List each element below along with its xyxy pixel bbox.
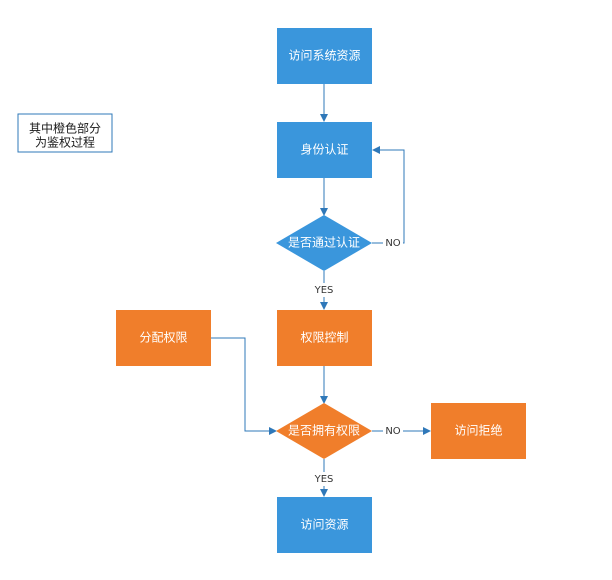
- node-access-resource-label: 访问资源: [300, 518, 348, 532]
- decision-auth-passed: 是否通过认证: [276, 215, 372, 271]
- edge-label-perm-yes: YES: [311, 472, 337, 486]
- decision-has-permission-label: 是否拥有权限: [288, 424, 360, 438]
- node-access-system-resource-label: 访问系统资源: [288, 49, 360, 63]
- edge-label-perm-yes-text: YES: [314, 474, 334, 485]
- node-access-denied-label: 访问拒绝: [454, 423, 502, 438]
- note-line-2: 为鉴权过程: [35, 135, 95, 150]
- node-permission-control-label: 权限控制: [300, 331, 348, 345]
- node-access-system-resource: 访问系统资源: [277, 28, 372, 84]
- note-line-1: 其中橙色部分: [29, 121, 101, 136]
- decision-has-permission: 是否拥有权限: [276, 403, 372, 459]
- node-access-denied: 访问拒绝: [431, 403, 526, 459]
- note-box: 其中橙色部分 为鉴权过程: [17, 113, 113, 153]
- node-authentication-label: 身份认证: [300, 142, 348, 157]
- edge-label-perm-no: NO: [383, 424, 403, 438]
- node-assign-permission: 分配权限: [116, 310, 211, 366]
- node-access-resource: 访问资源: [277, 497, 372, 553]
- edge-assign-to-decision: [211, 337, 277, 435]
- node-assign-permission-label: 分配权限: [139, 331, 187, 345]
- node-permission-control: 权限控制: [277, 310, 372, 366]
- edge-label-auth-no: NO: [383, 236, 403, 250]
- node-authentication: 身份认证: [277, 122, 372, 178]
- edge-label-auth-yes: YES: [311, 283, 337, 297]
- decision-auth-passed-label: 是否通过认证: [288, 236, 360, 250]
- edge-auth-no-loop: [372, 146, 405, 244]
- edge-label-auth-no-text: NO: [385, 238, 400, 249]
- edge-label-perm-no-text: NO: [385, 426, 400, 437]
- edge-label-auth-yes-text: YES: [314, 285, 334, 296]
